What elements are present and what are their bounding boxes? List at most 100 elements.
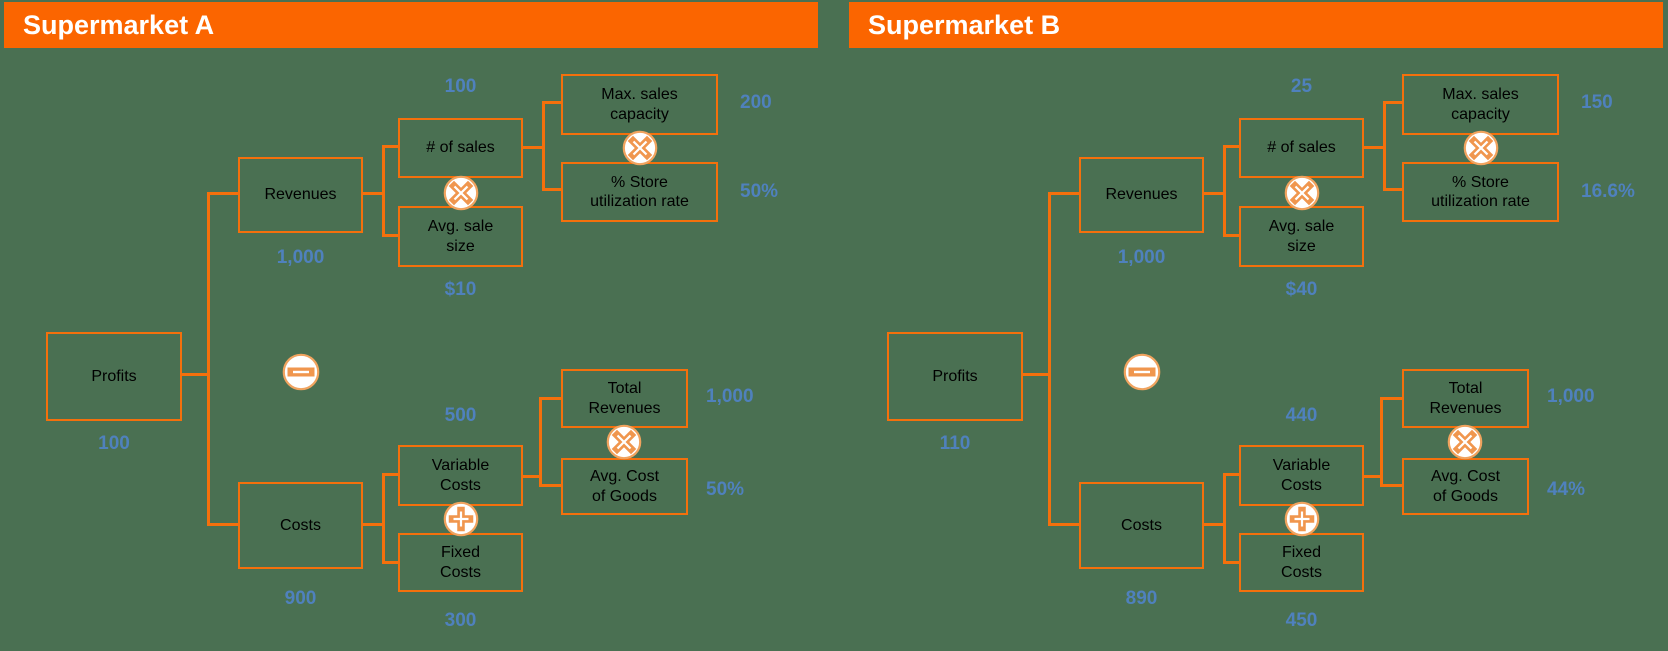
multiply-icon (622, 130, 658, 166)
value-max-sales-capacity: 150 (1581, 92, 1613, 113)
node-profits: Profits (887, 332, 1023, 421)
node-avg-cost-of-goods-label: Avg. Cost of Goods (1430, 468, 1501, 505)
connector-line (382, 146, 385, 237)
node-fixed-costs-label: Fixed Costs (440, 544, 481, 581)
connector-line (1383, 101, 1386, 191)
connector-line (207, 523, 238, 526)
connector-line (1380, 484, 1402, 487)
node-max-sales-capacity-label: Max. sales capacity (1442, 86, 1519, 123)
connector-line (1383, 188, 1402, 191)
node-revenues: Revenues (1079, 157, 1204, 233)
value-max-sales-capacity: 200 (740, 92, 772, 113)
connector-line (1048, 192, 1079, 195)
connector-line (1380, 397, 1402, 400)
multiply-icon (1463, 130, 1499, 166)
node-num-sales-label: # of sales (426, 139, 495, 157)
value-avg-cost-of-goods: 44% (1547, 479, 1586, 500)
node-fixed-costs: Fixed Costs (1239, 533, 1364, 592)
connector-line (542, 101, 545, 191)
node-store-utilization-rate-label: % Store utilization rate (1431, 173, 1530, 210)
connector-line (363, 523, 385, 526)
node-store-utilization-rate: % Store utilization rate (561, 162, 718, 222)
node-avg-cost-of-goods: Avg. Cost of Goods (1402, 458, 1529, 515)
plus-icon (1284, 501, 1320, 537)
multiply-icon (1284, 175, 1320, 211)
connector-line (1223, 145, 1239, 148)
connector-line (539, 397, 542, 487)
node-avg-sale-size: Avg. sale size (398, 206, 523, 267)
connector-line (1223, 234, 1239, 237)
panel-supermarket-a: Supermarket A Profits Revenues Costs # o… (4, 2, 818, 631)
connector-line (539, 397, 561, 400)
value-fixed-costs: 450 (1285, 610, 1318, 631)
value-store-utilization-rate: 16.6% (1581, 181, 1635, 202)
node-fixed-costs-label: Fixed Costs (1281, 544, 1322, 581)
panel-b-title: Supermarket B (868, 9, 1061, 40)
node-max-sales-capacity-label: Max. sales capacity (601, 86, 678, 123)
panel-supermarket-b: Supermarket B Profits Revenues Costs # o… (841, 0, 1668, 651)
node-avg-sale-size: Avg. sale size (1239, 206, 1364, 267)
plus-icon (443, 501, 479, 537)
value-store-utilization-rate: 50% (740, 181, 779, 202)
node-max-sales-capacity: Max. sales capacity (561, 74, 718, 135)
node-revenues: Revenues (238, 157, 363, 233)
connector-line (1048, 193, 1051, 526)
value-avg-cost-of-goods: 50% (706, 479, 745, 500)
connector-line (1364, 475, 1383, 478)
node-store-utilization-rate-label: % Store utilization rate (590, 173, 689, 210)
value-revenues: 1,000 (1117, 247, 1166, 268)
connector-line (1048, 523, 1079, 526)
node-total-revenues-label: Total Revenues (588, 380, 661, 417)
node-variable-costs: Variable Costs (1239, 445, 1364, 506)
node-num-sales-label: # of sales (1267, 139, 1336, 157)
node-profits-label: Profits (91, 367, 137, 385)
connector-line (1380, 397, 1383, 487)
node-costs-label: Costs (1121, 516, 1162, 534)
connector-line (539, 484, 561, 487)
value-avg-sale-size: $40 (1285, 279, 1318, 300)
value-profits: 110 (939, 433, 971, 454)
node-avg-cost-of-goods: Avg. Cost of Goods (561, 458, 688, 515)
value-profits: 100 (98, 433, 130, 454)
node-fixed-costs: Fixed Costs (398, 533, 523, 592)
connector-line (1023, 373, 1050, 376)
value-costs: 890 (1125, 588, 1158, 609)
node-costs-label: Costs (280, 516, 321, 534)
node-total-revenues: Total Revenues (561, 369, 688, 428)
value-variable-costs: 440 (1285, 405, 1318, 426)
node-total-revenues: Total Revenues (1402, 369, 1529, 428)
connector-line (542, 188, 561, 191)
node-num-sales: # of sales (1239, 118, 1364, 178)
node-total-revenues-label: Total Revenues (1429, 380, 1502, 417)
connector-line (523, 146, 545, 149)
connector-line (382, 145, 398, 148)
connector-line (1223, 473, 1226, 564)
value-num-sales: 100 (444, 76, 477, 97)
connector-line (382, 473, 385, 564)
value-total-revenues: 1,000 (1547, 386, 1595, 407)
connector-line (382, 473, 398, 476)
multiply-icon (606, 424, 642, 460)
node-variable-costs-label: Variable Costs (1272, 457, 1331, 494)
node-costs: Costs (1079, 482, 1204, 569)
value-costs: 900 (284, 588, 317, 609)
node-revenues-label: Revenues (1105, 186, 1178, 204)
connector-line (1204, 523, 1226, 526)
node-avg-sale-size-label: Avg. sale size (427, 218, 494, 255)
connector-line (207, 193, 210, 526)
minus-icon (282, 353, 320, 391)
value-num-sales: 25 (1290, 76, 1313, 97)
value-variable-costs: 500 (444, 405, 477, 426)
connector-line (363, 192, 385, 195)
panel-b-header: Supermarket B (849, 2, 1663, 48)
value-total-revenues: 1,000 (706, 386, 754, 407)
connector-line (1204, 192, 1226, 195)
connector-line (382, 234, 398, 237)
node-profits: Profits (46, 332, 182, 421)
connector-line (207, 192, 238, 195)
node-profits-label: Profits (932, 367, 978, 385)
connector-line (1223, 473, 1239, 476)
connector-line (182, 373, 209, 376)
node-costs: Costs (238, 482, 363, 569)
